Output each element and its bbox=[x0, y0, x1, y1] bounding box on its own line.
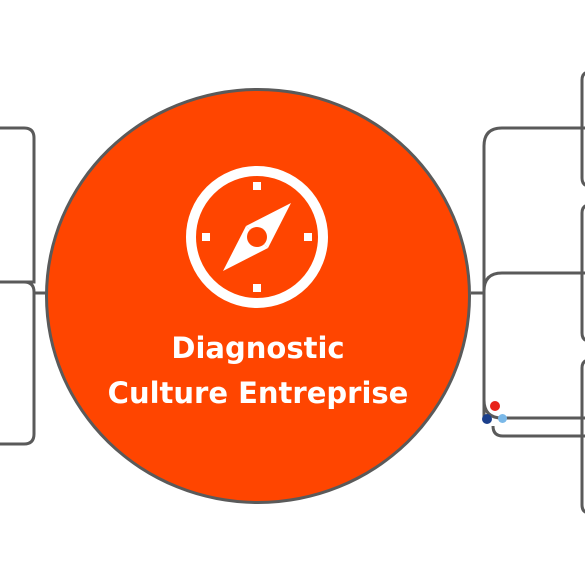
right-subnode-1[interactable] bbox=[580, 71, 585, 187]
indicator-dot-lightblue bbox=[498, 414, 507, 423]
right-branch-box-lower[interactable] bbox=[491, 425, 585, 438]
right-subnode-2[interactable] bbox=[580, 204, 585, 342]
indicator-dot-navy bbox=[482, 414, 492, 424]
indicator-dot-red bbox=[490, 401, 500, 411]
left-branch-box-top[interactable] bbox=[0, 126, 36, 284]
left-branch-box-bottom[interactable] bbox=[0, 280, 36, 446]
right-subnode-3[interactable] bbox=[580, 359, 585, 514]
right-branch-box-middle[interactable] bbox=[482, 271, 585, 420]
central-topic-title: Diagnostic Culture Entreprise bbox=[60, 326, 456, 416]
central-topic-node[interactable] bbox=[45, 88, 471, 504]
right-branch-box-top[interactable] bbox=[482, 126, 585, 293]
central-title-line-2: Culture Entreprise bbox=[107, 376, 409, 410]
central-title-line-1: Diagnostic bbox=[171, 331, 345, 365]
compass-icon bbox=[186, 166, 328, 308]
